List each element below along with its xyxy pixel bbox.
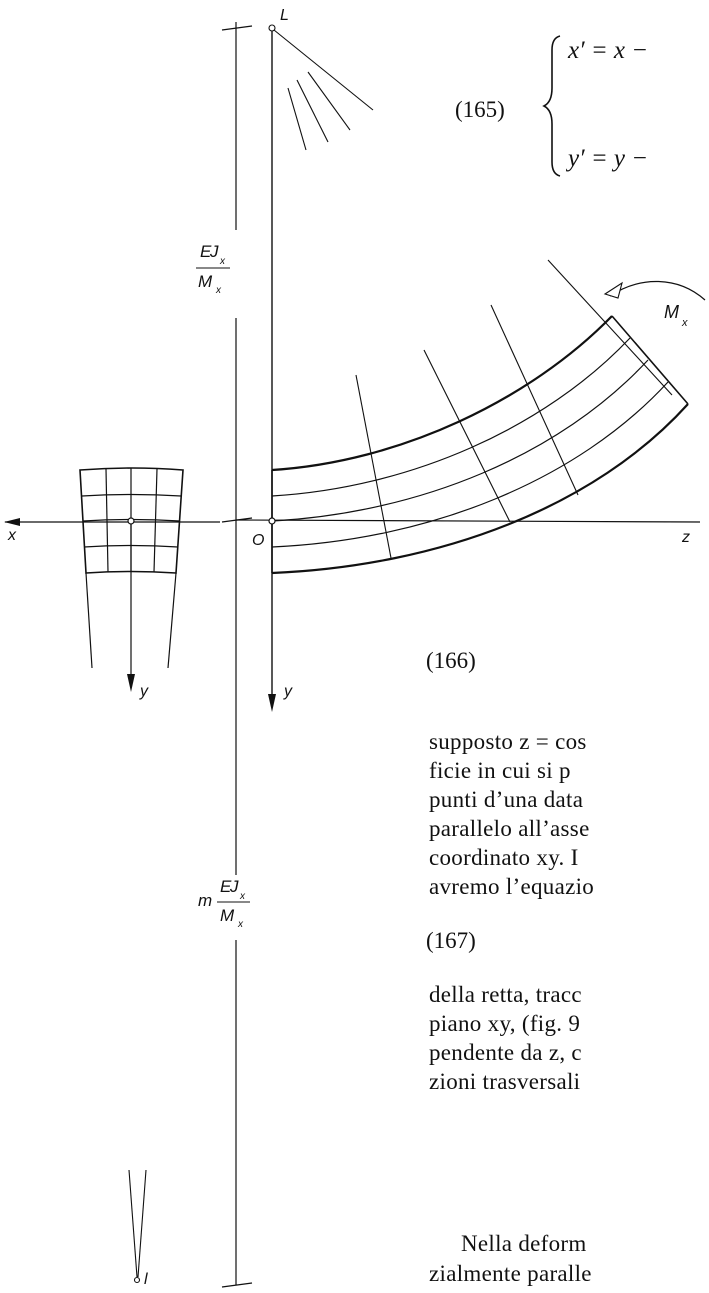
eq167-number: (167) [426,928,476,953]
radius-fraction-label: E J x M x [196,242,230,296]
center-l-lines [128,1169,147,1284]
moment-label: M x [664,302,688,329]
y-axis-main-label: y [283,683,293,700]
bent-beam [268,259,706,575]
m-radius-fraction-label: m E J x M x [198,877,250,930]
center-L-rays [268,24,374,151]
svg-text:J: J [209,242,219,261]
svg-text:M: M [664,302,679,322]
eq165-line2: y′ = y − [565,145,648,172]
svg-text:x: x [237,919,244,930]
main-y-axis [268,28,276,712]
svg-text:J: J [229,877,239,896]
svg-text:x: x [215,285,222,296]
eq165-number: (165) [455,97,505,122]
eq165-brace [542,35,561,177]
point-O-label: O [252,532,264,549]
eq166-number: (166) [426,648,476,673]
z-axis [235,519,701,523]
point-l-label: l [144,1271,148,1288]
svg-text:x: x [219,256,226,267]
svg-text:x: x [239,891,246,902]
svg-text:E: E [200,242,212,261]
svg-text:E: E [220,877,232,896]
cross-section [4,467,220,692]
x-axis-label: x [7,527,17,544]
y-axis-left-label: y [139,683,149,700]
z-axis-label: z [681,529,690,546]
radius-dimension-line [221,22,253,1288]
point-L-label: L [280,7,289,24]
svg-text:M: M [198,272,213,291]
svg-text:m: m [198,891,212,910]
svg-text:x: x [681,317,688,329]
eq165-line1: x′ = x − [567,37,648,64]
svg-text:M: M [220,906,235,925]
